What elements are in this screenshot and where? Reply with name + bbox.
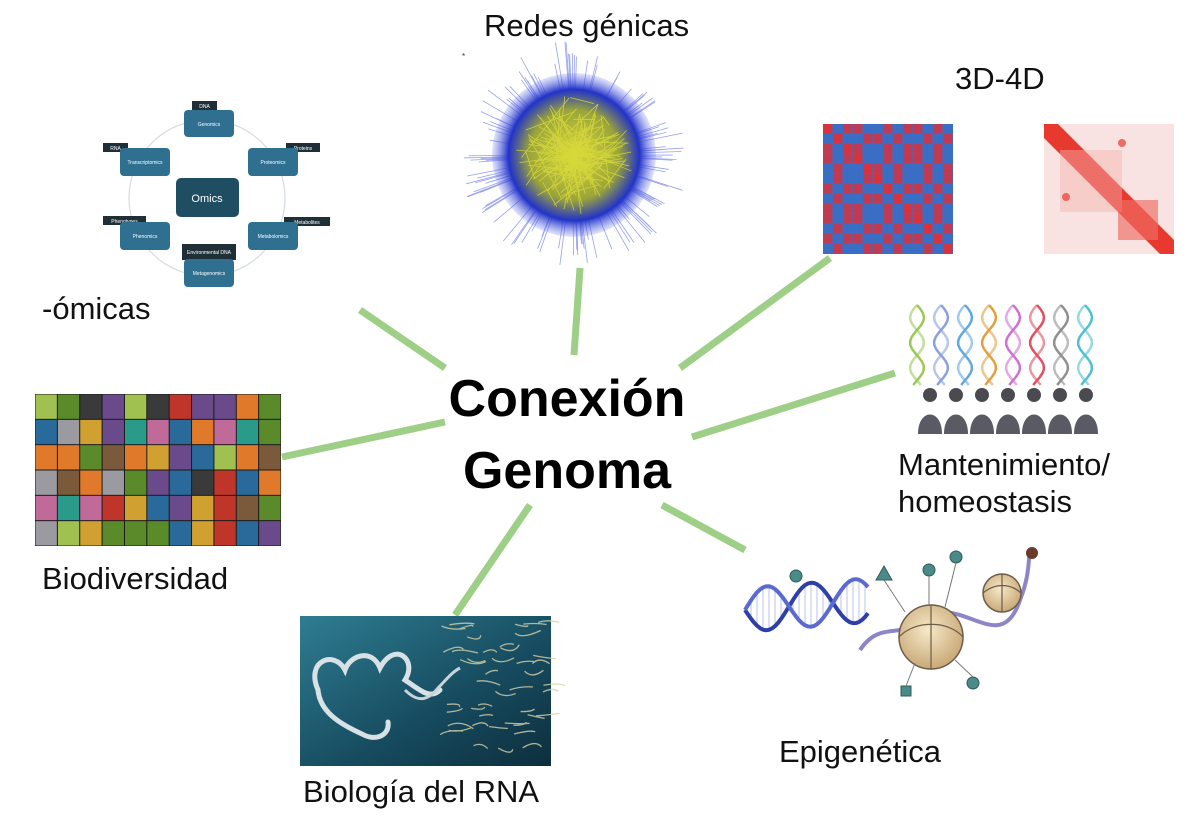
label-3d-4d: 3D-4D xyxy=(955,61,1045,96)
omics-box-phenomics xyxy=(120,222,170,250)
svg-text:*: * xyxy=(462,52,465,61)
center-title: Conexión Genoma xyxy=(417,364,717,508)
omics-box-transcriptomics xyxy=(120,148,170,176)
label-biodiversidad: Biodiversidad xyxy=(42,561,229,596)
connector-rna xyxy=(452,503,533,617)
omics-center-box xyxy=(176,178,239,217)
connector-epigenetica xyxy=(660,501,747,554)
epigenetics-image xyxy=(743,547,1038,697)
rna-biology-image xyxy=(300,616,566,766)
omics-box-metabolomics xyxy=(248,222,298,250)
omics-box-genomics xyxy=(184,110,234,137)
omics-box-metagenomics xyxy=(184,259,234,287)
gene-network-image: * xyxy=(462,41,684,265)
omics-tag-dna: DNA xyxy=(199,104,210,110)
label-omicas: -ómicas xyxy=(42,291,151,326)
omics-center-label: Omics xyxy=(191,193,223,205)
omics-tag-rna: RNA xyxy=(110,146,121,152)
center-title-line1: Conexión xyxy=(448,370,686,428)
label-mantenimiento: Mantenimiento/ homeostasis xyxy=(898,446,1110,520)
omics-label-transcriptomics: Transcriptomics xyxy=(127,160,163,166)
connector-omicas xyxy=(358,307,447,371)
omics-label-phenomics: Phenomics xyxy=(133,234,158,240)
label-redes-genicas: Redes génicas xyxy=(484,8,690,43)
connector-biodiversidad xyxy=(281,418,446,461)
connector-lines xyxy=(281,255,897,617)
omics-diagram: Omics DNA Genomics Proteins Proteomics M… xyxy=(103,101,330,287)
center-title-line2: Genoma xyxy=(462,441,672,500)
label-mantenimiento-line1: Mantenimiento/ xyxy=(898,447,1110,482)
omics-label-metagenomics: Metagenomics xyxy=(193,271,226,277)
omics-box-proteomics xyxy=(248,148,298,176)
biodiversity-mosaic-image xyxy=(35,394,281,546)
label-mantenimiento-line2: homeostasis xyxy=(898,484,1073,520)
omics-label-proteomics: Proteomics xyxy=(260,160,286,166)
omics-tag-environmental-dna: Environmental DNA xyxy=(187,250,232,256)
maintenance-image xyxy=(907,302,1110,434)
omics-label-genomics: Genomics xyxy=(198,122,221,128)
omics-label-metabolomics: Metabolomics xyxy=(258,234,289,240)
connector-redes xyxy=(570,267,584,356)
omics-tag-proteins: Proteins xyxy=(294,146,313,152)
connector-mantenimiento xyxy=(690,369,897,441)
contact-heatmap-image xyxy=(823,124,953,254)
connector-3d4d xyxy=(677,255,833,371)
omics-tag-metabolites: Metabolites xyxy=(294,220,320,226)
label-epigenetica: Epigenética xyxy=(779,734,942,769)
hic-map-image xyxy=(1044,124,1174,254)
label-biologia-rna: Biología del RNA xyxy=(303,774,540,809)
